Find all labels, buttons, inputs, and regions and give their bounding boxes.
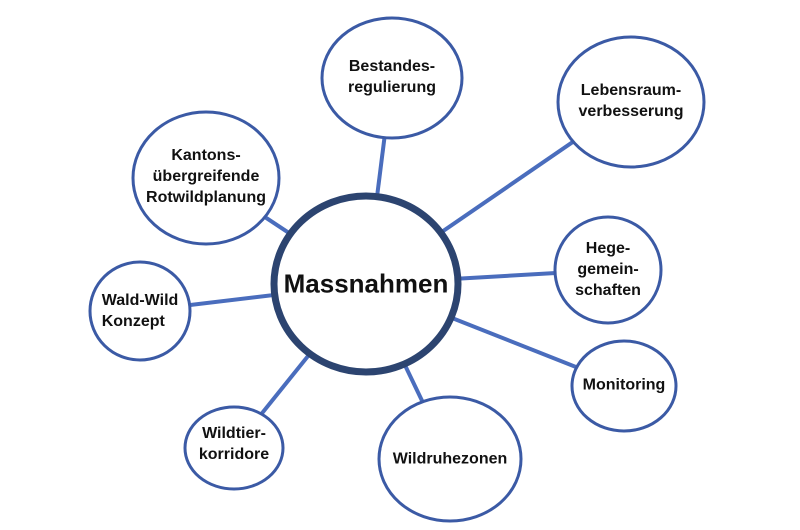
node-circle-wildtierkorridore [183,405,285,491]
node-circle-hegegemeinschaften [553,215,663,325]
node-circle-lebensraumverbesserung [556,35,706,169]
node-circle-kantonsuebergreifende [131,110,281,246]
node-circle-bestandesregulierung [320,16,464,140]
node-circle-monitoring [570,339,678,433]
node-circle-waldwildkonzept [88,260,192,362]
node-circle-massnahmen [270,192,462,376]
node-circle-wildruhezonen [377,395,523,523]
